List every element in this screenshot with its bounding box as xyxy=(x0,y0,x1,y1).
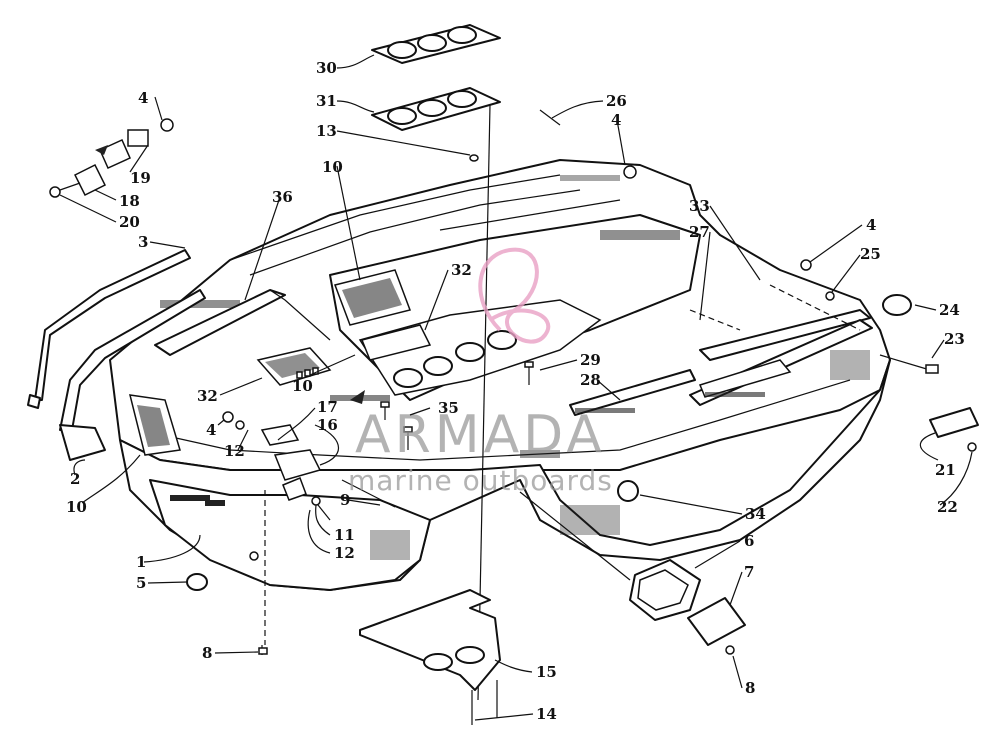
callout-27: 27 xyxy=(689,223,710,241)
callout-13: 13 xyxy=(316,122,337,140)
callout-leaders xyxy=(59,54,973,721)
callout-10b: 10 xyxy=(292,377,313,395)
callout-labels: 30 31 13 26 4 4 19 18 20 36 10 3 33 27 4… xyxy=(66,59,965,723)
callout-35: 35 xyxy=(438,399,459,417)
callout-24: 24 xyxy=(939,301,960,319)
callout-1: 1 xyxy=(136,553,146,571)
callout-22: 22 xyxy=(937,498,958,516)
callout-10c: 10 xyxy=(66,498,87,516)
callout-5: 5 xyxy=(136,574,146,592)
watermark-logo: ARMADA marine outboards xyxy=(348,247,613,497)
callout-4a: 4 xyxy=(611,111,621,129)
callout-33: 33 xyxy=(689,197,710,215)
left-small-parts xyxy=(186,390,396,655)
callout-8a: 8 xyxy=(202,644,212,662)
callout-16: 16 xyxy=(317,416,338,434)
callout-19: 19 xyxy=(130,169,151,187)
callout-4c: 4 xyxy=(866,216,876,234)
callout-26: 26 xyxy=(606,92,627,110)
callout-4b: 4 xyxy=(138,89,148,107)
gauge-housing xyxy=(519,491,746,655)
callout-17: 17 xyxy=(317,398,338,416)
callout-31: 31 xyxy=(316,92,337,110)
callout-12b: 12 xyxy=(334,544,355,562)
watermark-swirl xyxy=(478,247,551,344)
callout-14: 14 xyxy=(536,705,557,723)
hinge-assembly xyxy=(49,118,174,198)
bumper xyxy=(59,289,206,461)
callout-32a: 32 xyxy=(451,261,472,279)
right-rails xyxy=(569,309,873,416)
watermark-brand: ARMADA xyxy=(355,405,606,465)
callout-21: 21 xyxy=(935,461,956,479)
screws xyxy=(380,109,637,450)
callout-3: 3 xyxy=(138,233,148,251)
callout-6: 6 xyxy=(744,532,754,550)
callout-20: 20 xyxy=(119,213,140,231)
callout-8b: 8 xyxy=(745,679,755,697)
callout-28: 28 xyxy=(580,371,601,389)
gauge-plate-30 xyxy=(371,24,501,64)
right-small-parts xyxy=(689,259,979,452)
callout-30: 30 xyxy=(316,59,337,77)
callout-23: 23 xyxy=(944,330,965,348)
callout-2: 2 xyxy=(70,470,80,488)
callout-4d: 4 xyxy=(206,421,216,439)
callout-25: 25 xyxy=(860,245,881,263)
windshield-trim xyxy=(27,249,191,409)
callout-29: 29 xyxy=(580,351,601,369)
washer-13 xyxy=(469,154,479,162)
callout-11: 11 xyxy=(334,526,355,544)
callout-7: 7 xyxy=(744,563,754,581)
callout-34: 34 xyxy=(745,505,766,523)
callout-10a: 10 xyxy=(322,158,343,176)
bracket-36 xyxy=(154,289,286,356)
bottom-plate xyxy=(359,589,501,725)
callout-12a: 12 xyxy=(224,442,245,460)
hood-body xyxy=(109,159,891,591)
hood-shading xyxy=(160,175,870,560)
callout-9: 9 xyxy=(340,491,350,509)
callout-36: 36 xyxy=(272,188,293,206)
callout-32b: 32 xyxy=(197,387,218,405)
gauge-plate-31 xyxy=(371,87,501,131)
callout-15: 15 xyxy=(536,663,557,681)
callout-18: 18 xyxy=(119,192,140,210)
watermark-tagline: marine outboards xyxy=(348,464,613,497)
plug-34 xyxy=(617,480,639,502)
grille-right xyxy=(360,324,432,361)
